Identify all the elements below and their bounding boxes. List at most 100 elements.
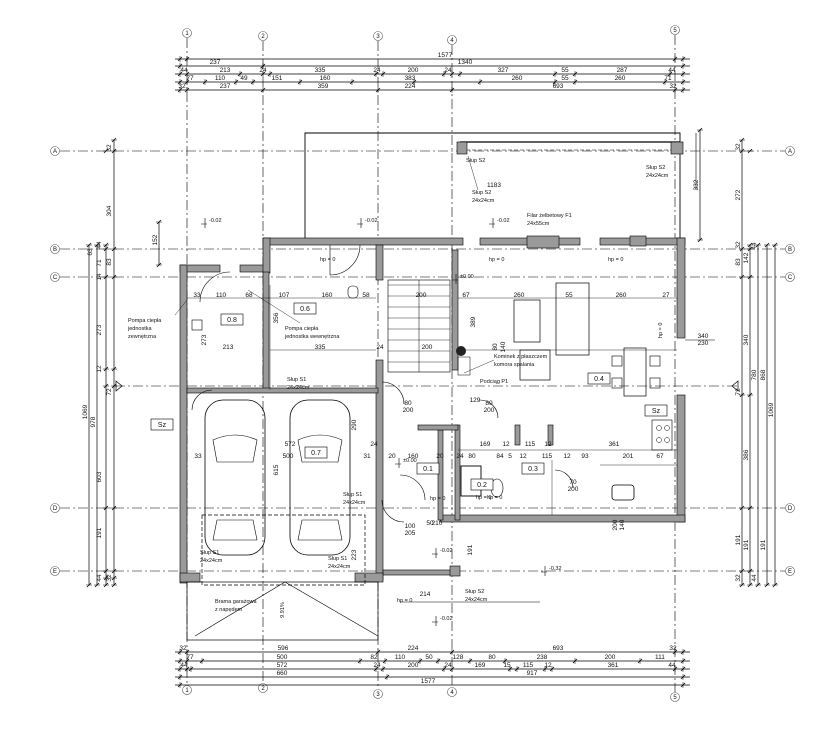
furniture-and-fixtures [191, 279, 673, 556]
dimension-text: 200 [568, 486, 579, 493]
wall [451, 249, 459, 371]
room-number-label: 0.7 [311, 450, 321, 457]
dimension-text: 12 [502, 441, 510, 448]
annotation-text: hp = 0 [320, 257, 335, 263]
cooktop [651, 419, 673, 451]
leader-line [247, 289, 301, 324]
room-number-label: 0.3 [528, 466, 538, 473]
section-marker-icon [731, 380, 739, 392]
dimension-text: 1577 [438, 52, 453, 59]
dimension-text: D [788, 506, 793, 512]
dimension-text: 160 [322, 292, 333, 299]
dimension-text: 5 [508, 453, 512, 460]
dimension-text: 20 [436, 453, 444, 460]
heat-pump-outdoor-unit [191, 319, 203, 331]
dimension-text: 77 [186, 75, 194, 82]
leader-line [174, 299, 188, 316]
annotation-text: -0.02 [497, 218, 510, 224]
dimension-text: 32 [669, 645, 677, 652]
dimension-text: 80 [488, 654, 496, 661]
wall [449, 565, 461, 577]
chair [649, 355, 661, 367]
level-marker-icon [432, 616, 438, 626]
dimension-text: 191 [467, 544, 474, 555]
dimension-text: B [788, 247, 792, 253]
wall [239, 264, 266, 273]
burner-icon [656, 425, 662, 431]
grid-bubble [50, 272, 60, 282]
wall [676, 394, 686, 523]
dimension-text: B [53, 247, 57, 253]
dimension-text: 44 [180, 67, 188, 74]
chair [649, 377, 661, 389]
dimension-text: 693 [553, 645, 564, 652]
grid-bubble [670, 692, 680, 702]
dimension-text: 32 [735, 574, 742, 582]
dimension-text: 72 [106, 388, 113, 396]
dimension-text: 205 [405, 530, 416, 537]
heat-pump-indoor-unit [347, 285, 359, 299]
dimension-text: 44 [180, 662, 188, 669]
dimension-text: D [53, 506, 58, 512]
dimension-text: 68 [245, 292, 253, 299]
dimension-text: 12 [544, 662, 552, 669]
dimension-text: 110 [216, 292, 227, 299]
dimension-text: 24 [259, 67, 267, 74]
room-number-label: 0.2 [477, 482, 487, 489]
dimension-text: 273 [201, 334, 208, 345]
dimension-text: 110 [215, 75, 226, 82]
car-windshield [212, 434, 258, 463]
grid-bubble [182, 28, 192, 38]
dimension-text: 1069 [82, 404, 89, 419]
dimension-text: 340 [743, 334, 750, 345]
dimension-text: 2 [261, 686, 265, 692]
annotation-text: Słup S2 [465, 589, 484, 595]
dimension-text: 3 [376, 692, 380, 698]
dimension-text: 500 [283, 453, 294, 460]
dimension-text: 237 [210, 59, 221, 66]
annotation-text: ±0.00 [460, 274, 474, 280]
dimension-text: 273 [96, 324, 103, 335]
annotation-text: 24x24cm [343, 500, 366, 506]
dimension-text: 1577 [421, 678, 436, 685]
dimension-text: 32 [178, 83, 186, 90]
dimension-text: 44 [668, 67, 676, 74]
dimension-text: 335 [315, 67, 326, 74]
annotation-text: Brama garażowa [215, 599, 258, 605]
annotation-text: 24x24cm [646, 173, 669, 179]
dimension-text: 272 [735, 189, 742, 200]
grid-bubble [373, 689, 383, 699]
car-rear-window [212, 519, 258, 541]
dimension-text: 82 [370, 654, 378, 661]
annotation-text: Słup S1 [287, 377, 306, 383]
dimension-text: 200 [422, 344, 433, 351]
annotation-text: -0.02 [365, 218, 378, 224]
dimension-text: 615 [273, 464, 280, 475]
grid-bubble [785, 146, 795, 156]
dimension-text: 335 [315, 344, 326, 351]
annotation-text: Kominek z płaszczem [494, 354, 548, 360]
dimension-text: 290 [351, 419, 358, 430]
dimension-text: 340 [698, 333, 709, 340]
wall [456, 141, 468, 155]
annotation-text: hp = 0 [658, 323, 664, 338]
wall [375, 244, 384, 281]
dimension-text: 4 [450, 690, 454, 696]
dimension-text: E [53, 569, 57, 575]
slope-line [194, 581, 286, 637]
wall [547, 424, 554, 446]
annotation-text: -0.02 [209, 218, 222, 224]
car-windshield [297, 434, 343, 463]
dimension-text: 160 [320, 75, 331, 82]
wall [454, 424, 461, 521]
annotation-text: hp = 0 [476, 495, 491, 501]
dimension-text: 33 [194, 453, 202, 460]
dimension-text: 304 [106, 205, 113, 216]
level-marker-icon [541, 566, 547, 576]
dimension-text: 260 [615, 75, 626, 82]
dimension-text: 24 [370, 441, 378, 448]
annotation-text: 24x24cm [328, 564, 351, 570]
grid-bubble [258, 31, 268, 41]
